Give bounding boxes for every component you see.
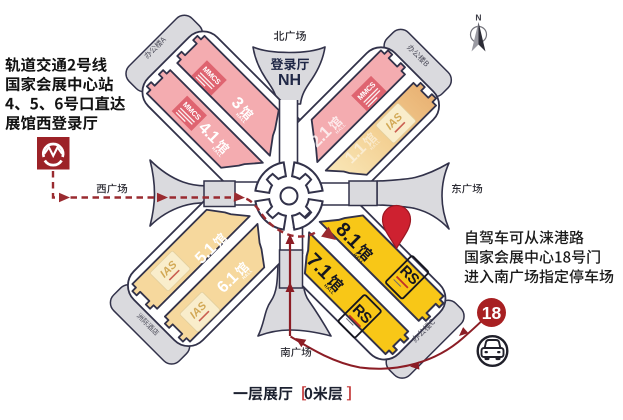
svg-text:N: N: [475, 13, 481, 23]
svg-text:18: 18: [482, 303, 502, 323]
svg-text:NH: NH: [278, 72, 301, 89]
